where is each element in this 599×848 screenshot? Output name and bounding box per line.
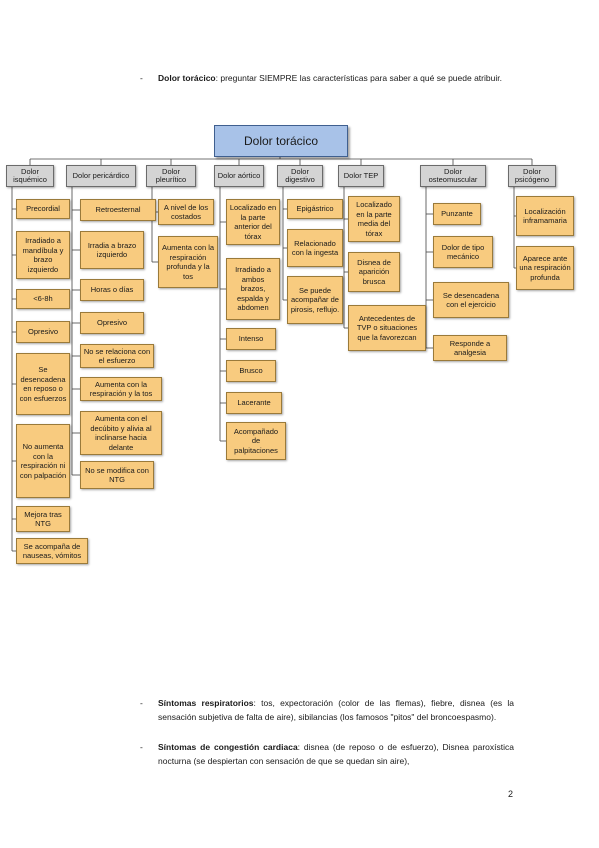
category-box: Dolor TEP [338,165,384,187]
category-item: Aparece ante una respiración profunda [516,246,574,290]
category-item: No aumenta con la respiración ni con pal… [16,424,70,498]
bullet-respiratory-text: : tos, expectoración (color de las flema… [158,698,514,722]
category-item: Retroesternal [80,199,156,221]
category-box: Dolor aórtico [214,165,264,187]
intro-paragraph: Dolor torácico: preguntar SIEMPRE las ca… [158,72,514,86]
page-number: 2 [508,789,514,799]
category-item: Relacionado con la ingesta [287,229,343,267]
category-item: Opresivo [16,321,70,343]
category-item: Localización inframamaria [516,196,574,236]
category-item: Opresivo [80,312,144,334]
bullet-dash: - [140,742,143,752]
category-item: Disnea de aparición brusca [348,252,400,292]
category-item: Se acompaña de nauseas, vómitos [16,538,88,564]
category-item: Aumenta con el decúbito y alivia al incl… [80,411,162,455]
category-item: Aumenta con la respiración profunda y la… [158,236,218,288]
category-item: Se desencadena en reposo o con esfuerzos [16,353,70,415]
category-box: Dolor psicógeno [508,165,556,187]
category-item: Brusco [226,360,276,382]
category-item: Horas o días [80,279,144,301]
category-box: Dolor pleurítico [146,165,196,187]
category-item: Localizado en la parte anterior del tóra… [226,199,280,245]
bullet-dash: - [140,698,143,708]
intro-bold: Dolor torácico [158,73,216,83]
category-item: Irradiado a mandíbula y brazo izquierdo [16,231,70,279]
category-item: Irradiado a ambos brazos, espalda y abdo… [226,258,280,320]
category-box: Dolor isquémico [6,165,54,187]
category-item: Responde a analgesia [433,335,507,361]
bullet-dash: - [140,73,143,83]
category-item: Precordial [16,199,70,219]
category-item: A nivel de los costados [158,199,214,225]
category-item: Localizado en la parte media del tórax [348,196,400,242]
category-item: Mejora tras NTG [16,506,70,532]
bullet-congestion: Síntomas de congestión cardiaca: disnea … [158,741,514,768]
category-item: Irradia a brazo izquierdo [80,231,144,269]
bullet-respiratory: Síntomas respiratorios: tos, expectoraci… [158,697,514,724]
category-box: Dolor pericárdico [66,165,136,187]
category-item: Acompañado de palpitaciones [226,422,286,460]
category-box: Dolor digestivo [277,165,323,187]
category-item: Se puede acompañar de pirosis, reflujo. [287,276,343,324]
category-item: <6-8h [16,289,70,309]
bullet-respiratory-title: Síntomas respiratorios [158,698,254,708]
diagram-root: Dolor torácico [214,125,348,157]
category-item: Punzante [433,203,481,225]
category-item: Epigástrico [287,199,343,219]
category-item: No se modifica con NTG [80,461,154,489]
category-item: Se desencadena con el ejercicio [433,282,509,318]
category-item: Intenso [226,328,276,350]
intro-text: : preguntar SIEMPRE las características … [215,73,502,83]
category-item: Lacerante [226,392,282,414]
category-item: No se relaciona con el esfuerzo [80,344,154,368]
bullet-congestion-text: : disnea (de reposo o de esfuerzo), Disn… [158,742,514,766]
category-item: Dolor de tipo mecánico [433,236,493,268]
category-item: Antecedentes de TVP o situaciones que la… [348,305,426,351]
bullet-congestion-title: Síntomas de congestión cardiaca [158,742,298,752]
category-item: Aumenta con la respiración y la tos [80,377,162,401]
category-box: Dolor osteomuscular [420,165,486,187]
